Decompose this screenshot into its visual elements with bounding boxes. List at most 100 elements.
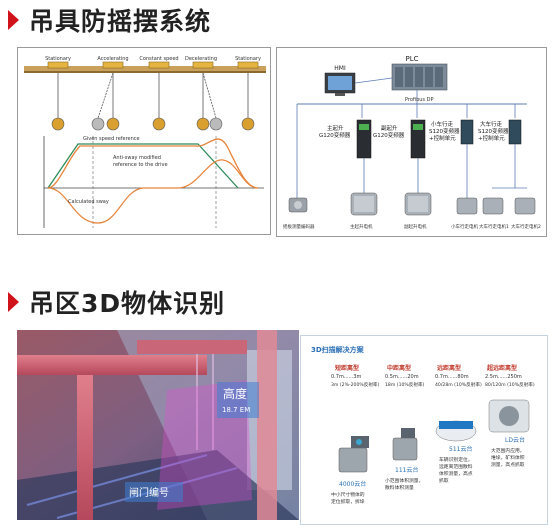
plc-label: PLC <box>405 55 418 63</box>
range-note-3: 40/28m (10%反射率) <box>435 381 482 388</box>
plc-rack <box>391 63 448 91</box>
gate-tag-bg <box>125 482 183 502</box>
drive-2-panel <box>413 124 423 130</box>
modified-curve-label-2: reference to the drive <box>113 162 168 168</box>
device-desc-1a: 中小尺寸物体的 <box>331 491 365 498</box>
network-diagram: PLC HMI Profibus DP 主起升 G120变频器 <box>276 47 547 237</box>
device-name-4: LD云台 <box>505 436 525 444</box>
phase-label-4: Decelerating <box>185 56 217 62</box>
hmi-link <box>354 77 393 84</box>
crane-girder-mid <box>137 340 247 354</box>
device-desc-4a: 大范围内应用， <box>491 447 525 454</box>
section1-heading: 吊具防摇摆系统 <box>8 3 211 37</box>
drive-1-label-2: G120变频器 <box>319 131 351 139</box>
hmi-label: HMI <box>334 65 346 72</box>
crane-photo: 高度 18.7 EM 闸门编号 <box>17 330 299 520</box>
phase-label-2: Accelerating <box>97 56 128 62</box>
gantry-motor-2 <box>514 197 536 215</box>
range-range-3: 0.7m......80m <box>435 374 469 380</box>
device-name-1: 4000云台 <box>339 480 366 488</box>
sway-curve <box>47 159 259 224</box>
crane-leg-left <box>77 375 93 520</box>
phase-label-3: Constant speed <box>139 56 178 62</box>
section2-heading: 吊区3D物体识别 <box>8 285 225 319</box>
range-range-2: 0.5m......20m <box>385 374 419 380</box>
crane-photo-svg: 高度 18.7 EM 闸门编号 <box>17 330 299 520</box>
motor-label-6: 大车行走电机2 <box>511 223 541 230</box>
motor-label-5: 大车行走电机1 <box>479 223 509 230</box>
crane-leg-right <box>257 330 277 520</box>
bus-label: Profibus DP <box>405 97 433 103</box>
range-note-4: 80/120m (10%反射率) <box>485 381 535 388</box>
drive-4-label-3: +控制单元 <box>478 134 505 142</box>
height-tag-bg <box>217 382 259 418</box>
rail-line-1 <box>26 454 208 506</box>
device-desc-2a: 小范围体积测量， <box>385 477 423 484</box>
speed-curve-label: Given speed reference <box>83 136 140 142</box>
motor-label-4: 小车行走电机 <box>451 223 478 230</box>
drive-3-unit <box>460 119 474 145</box>
device-511 <box>435 420 477 442</box>
drive-1-panel <box>359 124 369 130</box>
crane-girder-top <box>17 355 207 375</box>
trolley-5 <box>237 61 259 131</box>
chevron-right-icon <box>8 10 19 30</box>
trolley-motor <box>456 197 478 215</box>
device-desc-3a: 车辆识别定位， <box>439 456 473 463</box>
device-desc-3d: 抓取 <box>439 477 449 484</box>
device-ld <box>488 399 530 433</box>
trolley-2 <box>91 61 124 131</box>
chevron-right-icon <box>8 292 19 312</box>
device-name-2: 111云台 <box>395 466 418 474</box>
main-hoist-motor <box>350 192 378 216</box>
range-name-1: 短距离型 <box>335 364 359 372</box>
range-note-2: 18m (10%反射率) <box>385 381 425 388</box>
modified-curve <box>47 138 259 189</box>
motor-label-2: 主起升电机 <box>350 223 373 230</box>
drive-4-unit <box>508 119 522 145</box>
gate-label: 闸门编号 <box>129 486 169 499</box>
drive-1-label-1: 主起升 <box>327 124 344 132</box>
drive-2-label-1: 副起升 <box>381 124 398 132</box>
drive-4-label-2: S120变频器 <box>478 127 509 135</box>
range-name-4: 超远距离型 <box>486 364 517 372</box>
device-desc-3c: 体积测量，高点 <box>439 470 473 477</box>
motor-label-1: 摇板测量编码器 <box>283 223 315 230</box>
hmi-monitor <box>324 72 356 96</box>
device-4000 <box>338 436 369 473</box>
device-desc-4c: 测量，高点抓取 <box>491 461 525 468</box>
scan-solutions: 3D扫描解决方案 短距离型 0.7m......3m 3m (2%-200%反射… <box>300 335 548 525</box>
device-desc-2b: 散料体积测量 <box>385 484 414 491</box>
section1-title: 吊具防摇摆系统 <box>29 7 212 36</box>
aux-hoist-motor <box>404 192 432 216</box>
trolley-3 <box>148 61 170 131</box>
drive-3-label-1: 小车行走 <box>431 120 454 128</box>
sway-curve-label: Calculated sway <box>68 199 109 205</box>
drive-3-label-2: S120变频器 <box>429 127 460 135</box>
device-111 <box>392 428 418 461</box>
device-name-3: 511云台 <box>449 445 472 453</box>
drive-2-label-2: G120变频器 <box>373 131 405 139</box>
device-desc-1b: 定位抓取，拆垛 <box>331 498 365 505</box>
anti-sway-diagram: Stationary Accelerating Constant speed D… <box>17 47 271 235</box>
device-desc-3b: 远距离范围散料 <box>439 463 473 470</box>
scan-solutions-svg: 3D扫描解决方案 短距离型 0.7m......3m 3m (2%-200%反射… <box>311 345 535 505</box>
height-value: 18.7 EM <box>222 406 250 414</box>
range-range-4: 2.5m......250m <box>485 374 522 380</box>
crane-rail-shadow <box>24 71 266 73</box>
speed-curve <box>47 143 239 189</box>
height-label: 高度 <box>223 386 247 401</box>
trolley-1 <box>47 61 69 131</box>
range-name-3: 远距离型 <box>437 364 461 372</box>
encoder-motor <box>288 197 308 213</box>
range-name-2: 中距离型 <box>387 364 411 372</box>
phase-label-5: Stationary <box>235 56 261 62</box>
range-note-1: 3m (2%-200%反射率) <box>331 381 380 388</box>
trolley-4 <box>192 61 223 131</box>
anti-sway-diagram-svg: Stationary Accelerating Constant speed D… <box>24 56 266 228</box>
crane-rail <box>24 66 266 71</box>
motor-label-3: 副起升电机 <box>404 223 427 230</box>
modified-curve-label-1: Anti-sway modified <box>113 155 161 161</box>
device-desc-4b: 堆垛，矿料体积 <box>491 454 525 461</box>
drive-4-label-1: 大车行走 <box>480 120 503 128</box>
